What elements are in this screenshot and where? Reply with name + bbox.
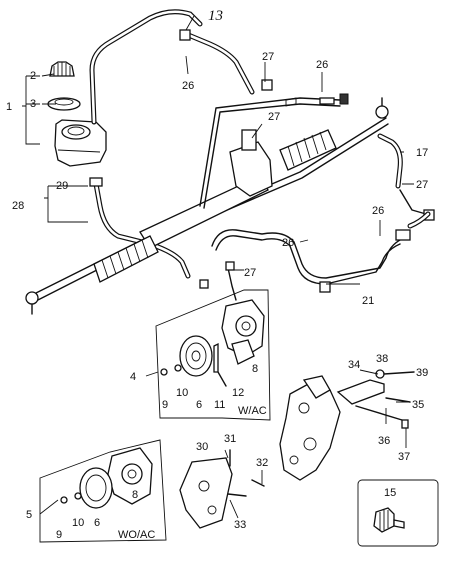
callout-9b: 9 [56, 529, 62, 541]
callout-10a: 10 [176, 387, 188, 399]
power-steering-pump-no-ac [107, 447, 153, 505]
callout-21: 21 [362, 295, 374, 307]
callout-35: 35 [412, 399, 424, 411]
callout-26a: 26 [182, 80, 194, 92]
callout-26b: 26 [316, 59, 328, 71]
callout-28: 28 [12, 200, 24, 212]
callout-11: 11 [214, 399, 225, 411]
reservoir-tank [54, 119, 107, 167]
power-steering-pump-ac [221, 299, 265, 365]
callout-27b: 27 [268, 111, 280, 123]
pump-box-without-ac [39, 439, 167, 543]
pulley-ac [179, 335, 213, 377]
steering-rack [25, 97, 389, 315]
callout-10b: 10 [72, 517, 84, 529]
callout-12: 12 [232, 387, 244, 399]
callout-13: 13 [208, 8, 223, 24]
callout-27c: 27 [416, 179, 428, 191]
hose-upper-right [183, 31, 255, 95]
item-15-box [357, 479, 439, 547]
callout-4: 4 [130, 371, 136, 383]
pulley-no-ac [79, 467, 113, 509]
note-with-ac: W/AC [238, 405, 267, 417]
callout-6a: 6 [196, 399, 202, 411]
callout-2: 2 [30, 70, 36, 82]
callout-36: 36 [378, 435, 390, 447]
callout-33: 33 [234, 519, 246, 531]
callout-27a: 27 [262, 51, 274, 63]
callout-26c: 26 [372, 205, 384, 217]
callout-3: 3 [30, 98, 36, 110]
callout-15: 15 [384, 487, 396, 499]
callout-30: 30 [196, 441, 208, 453]
hose-17 [377, 133, 403, 189]
pump-bracket-30 [179, 457, 233, 529]
callout-17: 17 [416, 147, 428, 159]
pump-box-with-ac [155, 289, 271, 421]
callout-9a: 9 [162, 399, 168, 411]
callout-8b: 8 [132, 489, 138, 501]
callout-29: 29 [56, 180, 68, 192]
pressure-line-21 [215, 189, 427, 285]
hose-clamp-29 [89, 177, 103, 187]
callout-6b: 6 [94, 517, 100, 529]
callout-32: 32 [256, 457, 268, 469]
return-hose-13 [89, 9, 203, 125]
callout-1: 1 [6, 101, 12, 113]
compressor-bracket [279, 375, 403, 481]
callout-38: 38 [376, 353, 388, 365]
callout-5: 5 [26, 509, 32, 521]
callout-39: 39 [416, 367, 428, 379]
callout-34: 34 [348, 359, 360, 371]
note-without-ac: WO/AC [118, 529, 155, 541]
callout-8a: 8 [252, 363, 258, 375]
callout-37: 37 [398, 451, 410, 463]
callout-26d: 26 [282, 237, 294, 249]
callout-27d: 27 [244, 267, 256, 279]
callout-31: 31 [224, 433, 236, 445]
reservoir-cap [49, 61, 75, 77]
